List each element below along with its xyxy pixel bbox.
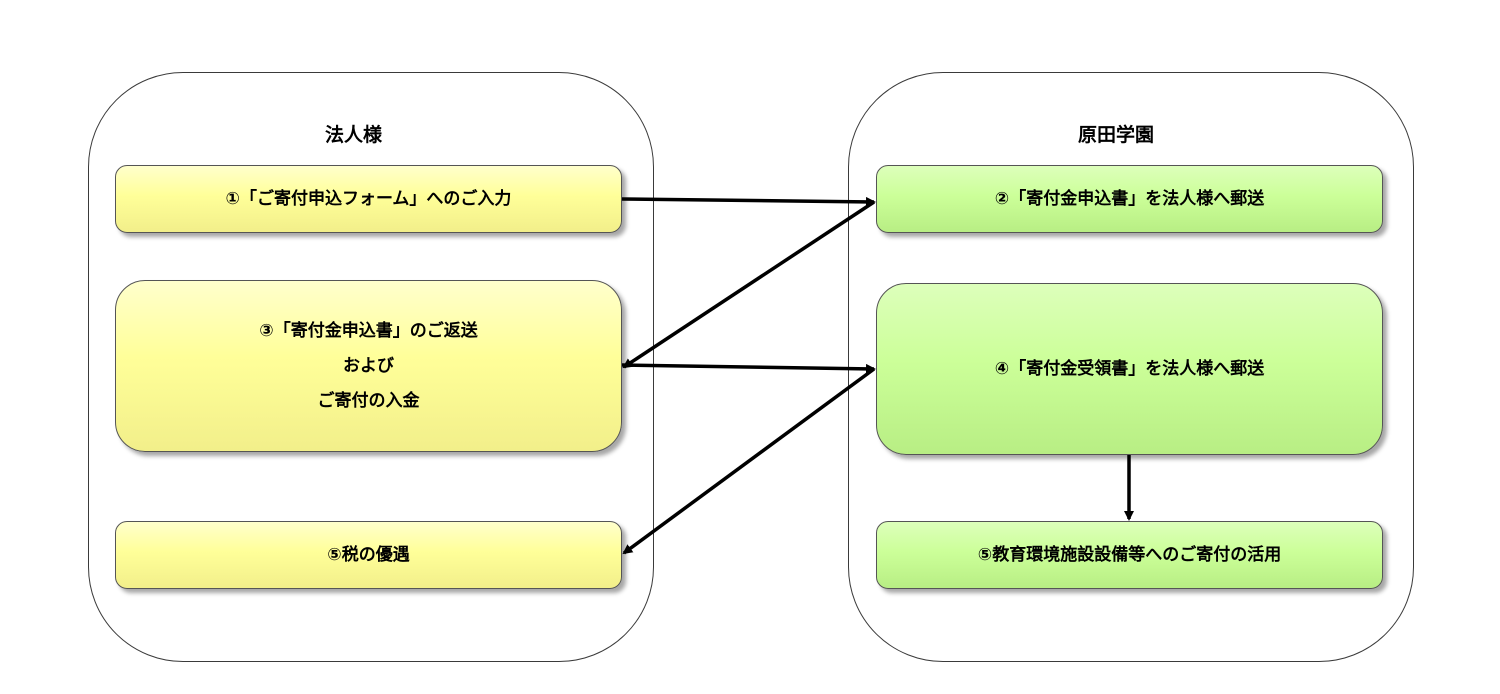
step-1-label: ①「ご寄付申込フォーム」へのご入力 — [225, 188, 512, 209]
school-panel-title: 原田学園 — [1078, 124, 1155, 146]
step-2-mail-application-box: ②「寄付金申込書」を法人様へ郵送 — [876, 165, 1383, 233]
step-5-donation-use-label: ⑤教育環境施設設備等へのご寄付の活用 — [977, 544, 1282, 565]
arrow-step1-to-step2 — [621, 196, 876, 207]
step-3-label-line-1: ③「寄付金申込書」のご返送 — [259, 320, 478, 341]
arrow-step3-to-step4 — [621, 363, 876, 374]
step-5-donation-use-box: ⑤教育環境施設設備等へのご寄付の活用 — [876, 521, 1383, 589]
donor-panel-title: 法人様 — [325, 124, 383, 146]
step-3-label-line-3: ご寄付の入金 — [317, 390, 420, 411]
step-1-online-form-box: ①「ご寄付申込フォーム」へのご入力 — [115, 165, 622, 233]
step-4-label: ④「寄付金受領書」を法人様へ郵送 — [994, 358, 1265, 379]
arrow-step4-to-step5-left — [622, 367, 876, 555]
step-3-return-and-payment-box: ③「寄付金申込書」のご返送 および ご寄付の入金 — [115, 280, 622, 452]
step-2-label: ②「寄付金申込書」を法人様へ郵送 — [994, 188, 1265, 209]
step-3-label-line-2: および — [343, 355, 394, 376]
step-5-tax-benefit-label: ⑤税の優遇 — [327, 544, 410, 565]
arrow-step2-to-step3 — [622, 200, 875, 369]
step-5-tax-benefit-box: ⑤税の優遇 — [115, 521, 622, 589]
step-4-mail-receipt-box: ④「寄付金受領書」を法人様へ郵送 — [876, 283, 1383, 455]
